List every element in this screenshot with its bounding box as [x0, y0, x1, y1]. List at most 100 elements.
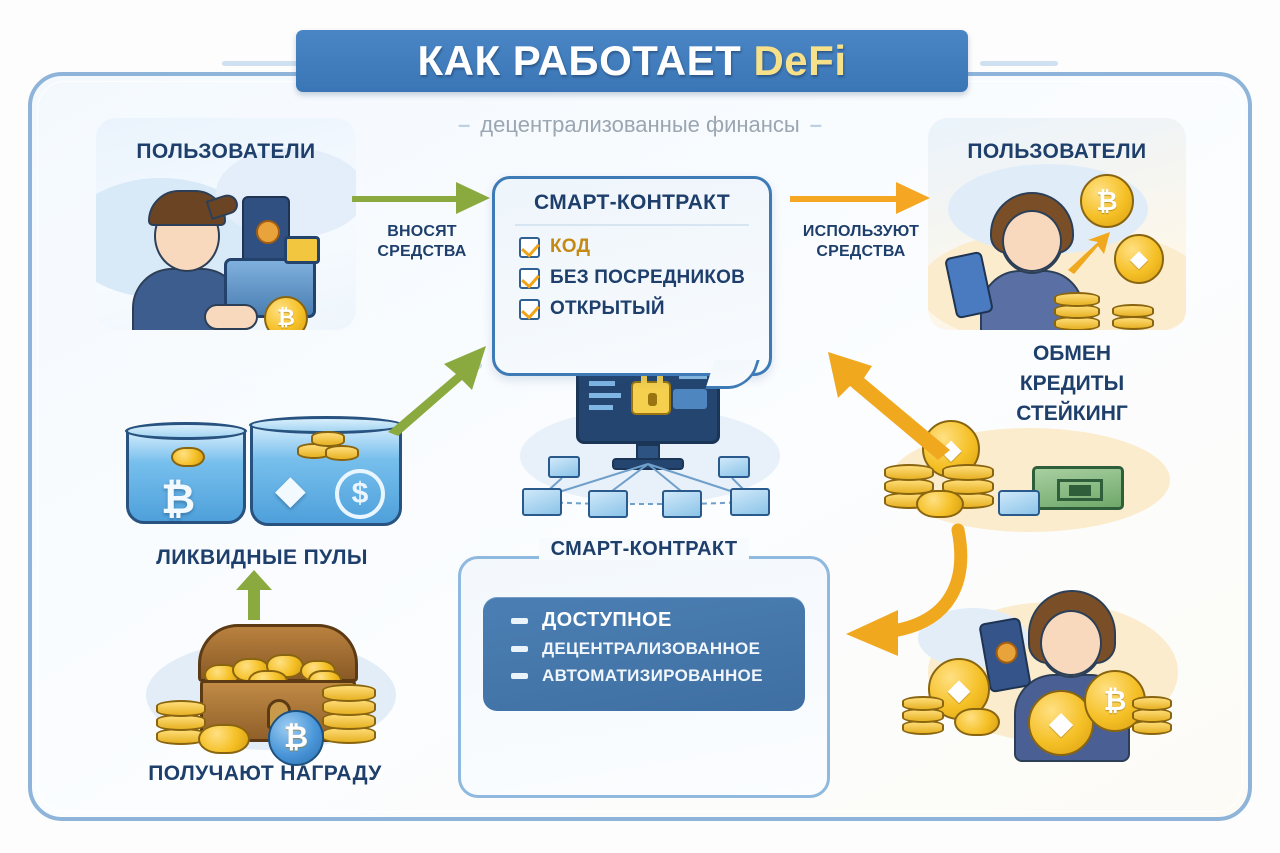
divider	[515, 224, 749, 226]
person-face	[1040, 610, 1102, 676]
pools-to-contract-arrow	[388, 346, 486, 436]
check-icon	[519, 267, 540, 289]
person-hand	[204, 304, 258, 330]
bitcoin-symbol: ₿	[161, 475, 196, 522]
use-funds-arrow-label: ИСПОЛЬЗУЮТ СРЕДСТВА	[786, 222, 936, 262]
subtitle: –децентрализованные финансы–	[0, 112, 1280, 138]
rewards-label: ПОЛУЧАЮТ НАГРАДУ	[148, 762, 382, 785]
person-face	[1002, 210, 1062, 272]
tank-rim	[125, 422, 247, 440]
subtitle-dash-right: –	[809, 112, 822, 137]
list-item: КОД	[519, 236, 769, 258]
ethereum-symbol: ◆	[1130, 246, 1148, 271]
up-arrow-icon	[1068, 232, 1110, 274]
laptop-node	[718, 456, 750, 478]
liquidity-pools-illustration: ₿ ◆ $	[112, 404, 412, 538]
coin-stack	[322, 684, 376, 746]
reward-up-arrow	[236, 570, 272, 620]
wallet-card	[242, 196, 290, 270]
wallet-cash	[284, 236, 320, 264]
deposit-label-line1: ВНОСЯТ	[387, 223, 457, 240]
list-item: ОТКРЫТЫЙ	[519, 298, 769, 320]
list-item: АВТОМАТИЗИРОВАННОЕ	[483, 666, 805, 686]
network-illustration	[500, 352, 800, 518]
lock-icon	[631, 381, 671, 415]
list-item-label: ДОСТУПНОЕ	[542, 609, 672, 631]
service-item: КРЕДИТЫ	[1019, 372, 1125, 395]
smart-contract-top-title: СМАРТ-КОНТРАКТ	[534, 191, 730, 214]
title-banner: КАК РАБОТАЕТ DeFi	[296, 30, 968, 92]
coin-stack	[1112, 296, 1154, 330]
check-icon	[519, 236, 540, 258]
list-item-label: АВТОМАТИЗИРОВАННОЕ	[542, 666, 763, 685]
title-dash-left	[222, 61, 300, 66]
smart-contract-bottom-box: ДОСТУПНОЕ ДЕЦЕНТРАЛИЗОВАННОЕ АВТОМАТИЗИР…	[483, 597, 805, 711]
title-accent: DeFi	[753, 37, 847, 84]
smart-contract-bottom-title: СМАРТ-КОНТРАКТ	[458, 538, 830, 561]
services-list: ОБМЕН КРЕДИТЫ СТЕЙКИНГ	[962, 342, 1182, 426]
use-label-line1: ИСПОЛЬЗУЮТ	[802, 223, 920, 240]
smart-contract-bottom-card: ДОСТУПНОЕ ДЕЦЕНТРАЛИЗОВАННОЕ АВТОМАТИЗИР…	[458, 556, 830, 798]
page-title: КАК РАБОТАЕТ DeFi	[418, 37, 847, 85]
services-to-bottom-contract-arrow	[846, 523, 968, 656]
list-item-label: ДЕЦЕНТРАЛИЗОВАННОЕ	[542, 639, 761, 658]
ethereum-symbol: ◆	[1049, 706, 1073, 740]
bitcoin-symbol: ₿	[1096, 185, 1118, 216]
subtitle-dash-left: –	[458, 112, 471, 137]
ethereum-coin: ◆	[1028, 690, 1094, 756]
liquidity-tank-right: ◆ $	[249, 416, 403, 526]
bottom-right-users-illustration: ◆ ◆ ₿	[888, 562, 1188, 792]
deposit-label-line2: СРЕДСТВА	[377, 243, 467, 260]
floating-coins	[297, 431, 361, 461]
coin-stack	[1132, 690, 1172, 738]
service-item: ОБМЕН	[1032, 342, 1112, 365]
left-users-panel: ₿ ПОЛЬЗОВАТЕЛИ	[96, 118, 356, 330]
title-dash-right	[980, 61, 1058, 66]
cash-stack	[1032, 466, 1124, 510]
list-item: ДОСТУПНОЕ	[483, 609, 805, 632]
blue-block	[998, 490, 1040, 516]
ethereum-symbol: ◆	[275, 468, 306, 512]
right-users-label: ПОЛЬЗОВАТЕЛИ	[967, 140, 1147, 163]
bitcoin-symbol: ₿	[1103, 685, 1127, 716]
bitcoin-coin: ₿	[1080, 174, 1134, 228]
liquidity-pools-label: ЛИКВИДНЫЕ ПУЛЫ	[156, 546, 368, 569]
left-users-label: ПОЛЬЗОВАТЕЛИ	[136, 140, 316, 163]
dash-bullet-icon	[511, 646, 528, 652]
services-to-contract-arrow	[828, 352, 950, 460]
use-funds-arrow	[790, 182, 930, 214]
smart-contract-top-card: СМАРТ-КОНТРАКТ КОД БЕЗ ПОСРЕДНИКОВ ОТКРЫ…	[492, 176, 772, 376]
floating-coin	[171, 447, 205, 467]
rewards-illustration: ₿	[126, 600, 416, 766]
coin-stack	[156, 696, 206, 746]
single-coin	[198, 724, 250, 754]
coin-stack	[902, 696, 944, 738]
block-node	[662, 490, 702, 518]
block-node	[730, 488, 770, 516]
smart-contract-top-list: КОД БЕЗ ПОСРЕДНИКОВ ОТКРЫТЫЙ	[495, 236, 769, 320]
deposit-arrow	[352, 182, 490, 214]
single-coin	[954, 708, 1000, 736]
dash-bullet-icon	[511, 617, 528, 624]
dollar-symbol: $	[335, 469, 385, 519]
list-item-label: ОТКРЫТЫЙ	[550, 298, 665, 319]
phone-dot-icon	[993, 639, 1020, 666]
list-item-label: БЕЗ ПОСРЕДНИКОВ	[550, 267, 746, 288]
list-item-label: КОД	[550, 236, 591, 257]
service-item: СТЕЙКИНГ	[1016, 402, 1128, 425]
chest-gold-pile	[204, 650, 354, 692]
list-item: БЕЗ ПОСРЕДНИКОВ	[519, 267, 769, 289]
coin-stack	[942, 464, 994, 510]
list-item: ДЕЦЕНТРАЛИЗОВАННОЕ	[483, 639, 805, 659]
use-label-line2: СРЕДСТВА	[816, 243, 906, 260]
ethereum-coin: ◆	[1114, 234, 1164, 284]
bitcoin-symbol: ₿	[283, 721, 309, 754]
block-node	[522, 488, 562, 516]
check-icon	[519, 298, 540, 320]
ethereum-symbol: ◆	[941, 433, 961, 464]
single-coin	[916, 490, 964, 518]
subtitle-text: децентрализованные финансы	[480, 112, 800, 137]
smart-contract-bottom-title-text: СМАРТ-КОНТРАКТ	[538, 538, 750, 560]
deposit-arrow-label: ВНОСЯТ СРЕДСТВА	[352, 222, 492, 262]
